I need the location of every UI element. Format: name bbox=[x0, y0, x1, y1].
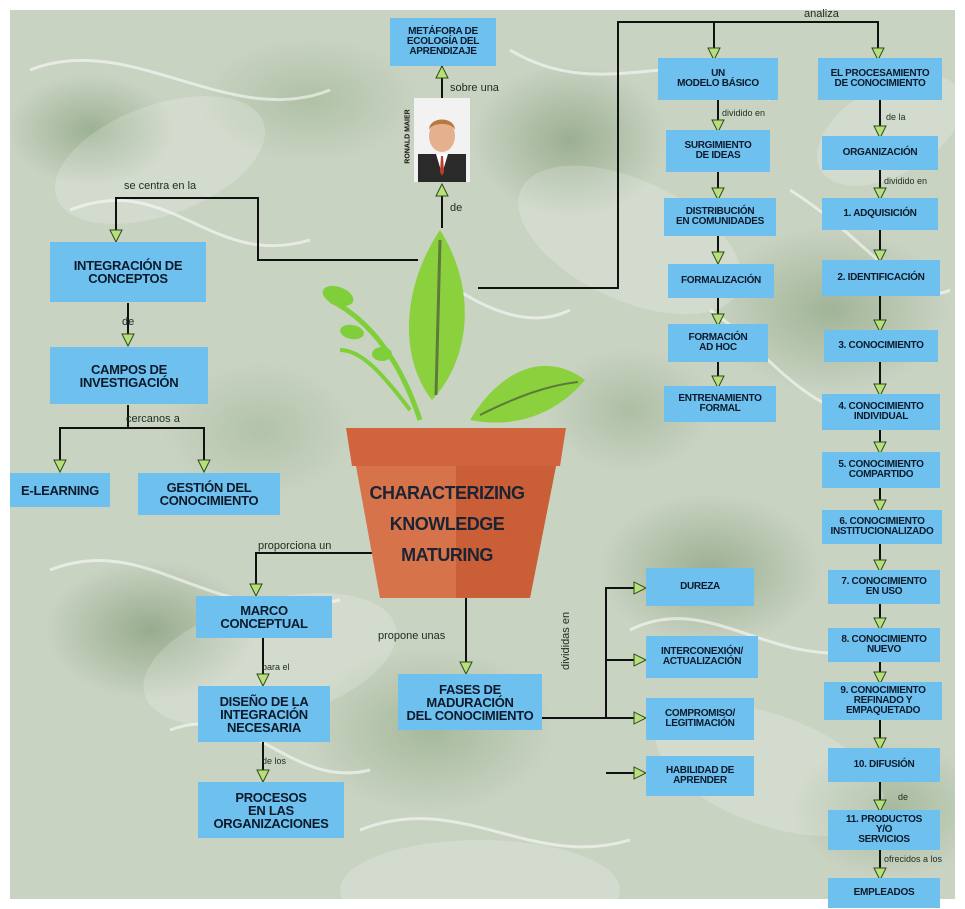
label-dividido-modelo: dividido en bbox=[722, 108, 766, 118]
node-interconexion: INTERCONEXIÓN/ ACTUALIZACIÓN bbox=[646, 636, 758, 678]
node-campos: CAMPOS DE INVESTIGACIÓN bbox=[50, 347, 208, 404]
author-photo bbox=[414, 98, 470, 182]
node-fases: FASES DE MADURACIÓN DEL CONOCIMIENTO bbox=[398, 674, 542, 730]
map-title: CHARACTERIZING KNOWLEDGE MATURING bbox=[369, 483, 526, 565]
label-de-los: de los bbox=[262, 756, 287, 766]
node-c7: 7. CONOCIMIENTO EN USO bbox=[828, 570, 940, 604]
node-c5: 5. CONOCIMIENTO COMPARTIDO bbox=[822, 452, 940, 488]
link-se-centra bbox=[115, 197, 418, 261]
node-c1: 1. ADQUISICIÓN bbox=[822, 198, 938, 230]
label-dividido-org: dividido en bbox=[884, 176, 928, 186]
node-procesamiento: EL PROCESAMIENTO DE CONOCIMIENTO bbox=[818, 58, 942, 100]
label-de-photo: de bbox=[450, 202, 463, 214]
node-marco: MARCO CONCEPTUAL bbox=[196, 596, 332, 638]
node-c6: 6. CONOCIMIENTO INSTITUCIONALIZADO bbox=[822, 510, 942, 544]
label-propone: propone unas bbox=[378, 630, 446, 642]
node-c3: 3. CONOCIMIENTO bbox=[824, 330, 938, 362]
label-de-la: de la bbox=[886, 112, 906, 122]
label-se-centra: se centra en la bbox=[124, 180, 197, 192]
node-habilidad: HABILIDAD DE APRENDER bbox=[646, 756, 754, 796]
node-empleados: EMPLEADOS bbox=[828, 878, 940, 908]
link-proporciona bbox=[255, 552, 380, 592]
pot bbox=[346, 428, 566, 598]
link-analiza bbox=[478, 21, 879, 289]
node-c4: 4. CONOCIMIENTO INDIVIDUAL bbox=[822, 394, 940, 430]
node-entrenamiento: ENTRENAMIENTO FORMAL bbox=[664, 386, 776, 422]
node-formacion: FORMACIÓN AD HOC bbox=[668, 324, 768, 362]
label-analiza: analiza bbox=[804, 8, 839, 20]
node-c10: 10. DIFUSIÓN bbox=[828, 748, 940, 782]
node-c11: 11. PRODUCTOS Y/O SERVICIOS bbox=[828, 810, 940, 850]
node-surgimiento: SURGIMIENTO DE IDEAS bbox=[666, 130, 770, 172]
photo-caption: RONALD MAIER bbox=[404, 109, 412, 164]
node-c9: 9. CONOCIMIENTO REFINADO Y EMPAQUETADO bbox=[824, 682, 942, 720]
label-de-difusion: de bbox=[898, 792, 909, 802]
node-integracion: INTEGRACIÓN DE CONCEPTOS bbox=[50, 242, 206, 302]
node-gestion: GESTIÓN DEL CONOCIMIENTO bbox=[138, 473, 280, 515]
label-ofrecidos: ofrecidos a los bbox=[884, 854, 943, 864]
link-divididas bbox=[542, 587, 640, 719]
node-compromiso: COMPROMISO/ LEGITIMACIÓN bbox=[646, 698, 754, 740]
label-proporciona: proporciona un bbox=[258, 540, 332, 552]
node-diseno: DISEÑO DE LA INTEGRACIÓN NECESARIA bbox=[198, 686, 330, 742]
label-cercanos: cercanos a bbox=[126, 413, 180, 425]
label-sobre-una: sobre una bbox=[450, 82, 499, 94]
node-elearning: E-LEARNING bbox=[10, 473, 110, 507]
label-para-el: para el bbox=[262, 662, 290, 672]
plant-leaves bbox=[322, 230, 585, 423]
node-modelo: UN MODELO BÁSICO bbox=[658, 58, 778, 100]
node-formalizacion: FORMALIZACIÓN bbox=[668, 264, 774, 298]
label-de-campos: de bbox=[122, 316, 135, 328]
arrowheads bbox=[53, 47, 887, 882]
node-distribucion: DISTRIBUCIÓN EN COMUNIDADES bbox=[664, 198, 776, 236]
node-procesos: PROCESOS EN LAS ORGANIZACIONES bbox=[198, 782, 344, 838]
node-c2: 2. IDENTIFICACIÓN bbox=[822, 260, 940, 296]
node-c8: 8. CONOCIMIENTO NUEVO bbox=[828, 628, 940, 662]
label-divididas: divididas en bbox=[560, 611, 572, 670]
node-organizacion: ORGANIZACIÓN bbox=[822, 136, 938, 170]
node-dureza: DUREZA bbox=[646, 568, 754, 606]
node-metafora: METÁFORA DE ECOLOGÍA DEL APRENDIZAJE bbox=[390, 18, 496, 66]
link-cercanos bbox=[59, 427, 205, 470]
